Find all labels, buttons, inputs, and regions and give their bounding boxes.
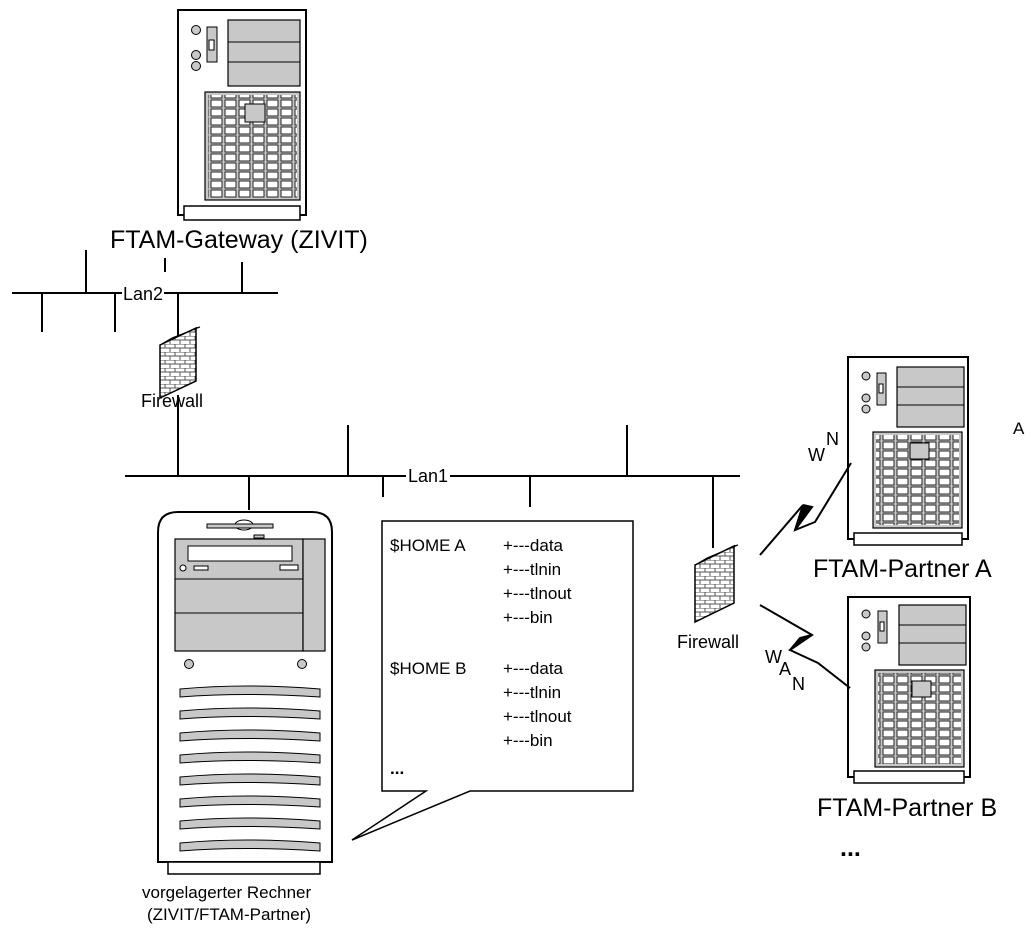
callout-bubble <box>351 520 634 841</box>
wan-a-n-label: N <box>826 429 839 449</box>
home-a-item-bin: +---bin <box>503 608 553 627</box>
home-b-label: $HOME B <box>390 659 467 678</box>
firewall-top-label: Firewall <box>141 391 204 411</box>
lan2-label: Lan2 <box>122 284 165 304</box>
partner-a-server-icon <box>847 356 969 546</box>
home-a-item-tlnout: +---tlnout <box>503 584 572 603</box>
firewall-right-label: Firewall <box>677 632 740 652</box>
partner-more-label: ... <box>840 834 861 862</box>
partner-a-label: FTAM-Partner A <box>813 555 992 583</box>
home-a-item-data: +---data <box>503 536 563 555</box>
wan-link-b <box>759 604 851 689</box>
wan-a-a-label: A <box>1013 419 1025 438</box>
wan-link-a <box>759 462 852 556</box>
wan-b-a-label: A <box>779 659 792 679</box>
firewall-top-icon <box>159 326 201 400</box>
home-b-item-tlnout: +---tlnout <box>503 707 572 726</box>
home-b-item-data: +---data <box>503 659 563 678</box>
lan1-label: Lan1 <box>406 466 451 486</box>
front-end-label-line2: (ZIVIT/FTAM-Partner) <box>147 905 312 924</box>
partner-b-server-icon <box>847 596 971 784</box>
wan-b-w-label: W <box>765 647 782 667</box>
firewall-right-icon <box>694 544 739 624</box>
front-end-label-line1: vorgelagerter Rechner <box>142 883 312 902</box>
callout-more: ... <box>390 759 405 778</box>
wan-a-w-label: W <box>808 445 825 465</box>
home-b-item-bin: +---bin <box>503 731 553 750</box>
gateway-label: FTAM-Gateway (ZIVIT) <box>110 226 368 254</box>
partner-b-label: FTAM-Partner B <box>817 794 998 822</box>
wan-b-n-label: N <box>792 674 805 694</box>
gateway-server-icon <box>177 9 307 221</box>
front-end-server-icon <box>157 511 333 875</box>
home-a-item-tlnin: +---tlnin <box>503 560 562 579</box>
home-b-item-tlnin: +---tlnin <box>503 683 562 702</box>
home-a-label: $HOME A <box>390 536 466 555</box>
lan1-network <box>125 395 740 548</box>
